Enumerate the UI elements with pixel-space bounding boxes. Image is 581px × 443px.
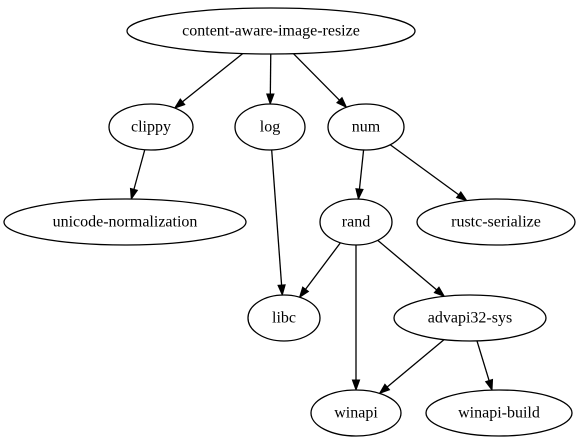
edge-advapi32-sys-to-winapi bbox=[378, 339, 445, 395]
edge-content-aware-image-resize-to-clippy bbox=[173, 53, 244, 109]
arrowhead-icon bbox=[173, 98, 186, 109]
nodes-layer: content-aware-image-resize clippy log nu… bbox=[3, 7, 576, 437]
node-winapi-build-label: winapi-build bbox=[458, 405, 540, 422]
arrowhead-icon bbox=[298, 286, 310, 299]
node-winapi-build-shape bbox=[425, 389, 573, 437]
edge-rand-to-advapi32-sys bbox=[377, 239, 446, 298]
node-advapi32-sys-label: advapi32-sys bbox=[428, 310, 512, 327]
node-content-aware-image-resize: content-aware-image-resize bbox=[126, 7, 416, 55]
node-rand-label: rand bbox=[342, 214, 370, 231]
arrowhead-icon bbox=[266, 93, 275, 106]
edge-log-to-libc bbox=[271, 149, 286, 297]
node-content-aware-image-resize-shape bbox=[126, 7, 416, 55]
node-log-shape bbox=[234, 103, 306, 151]
node-unicode-normalization-label: unicode-normalization bbox=[53, 214, 198, 231]
edge-rand-to-libc bbox=[298, 242, 341, 299]
edge-content-aware-image-resize-to-log bbox=[266, 53, 275, 106]
edge-rand-to-winapi bbox=[351, 245, 361, 392]
node-libc-label: libc bbox=[272, 310, 296, 327]
edge-line bbox=[271, 149, 283, 286]
edge-num-to-rustc-serialize bbox=[389, 144, 468, 202]
edge-line bbox=[133, 149, 146, 190]
node-rand-shape bbox=[319, 198, 393, 246]
node-log-label: log bbox=[260, 119, 280, 136]
edge-line bbox=[358, 149, 365, 190]
node-log: log bbox=[234, 103, 306, 151]
edge-line bbox=[293, 53, 340, 101]
node-rustc-serialize-shape bbox=[416, 198, 576, 246]
edge-line bbox=[386, 339, 445, 388]
node-winapi: winapi bbox=[310, 389, 402, 437]
edges-layer bbox=[129, 53, 494, 395]
edge-advapi32-sys-to-winapi-build bbox=[476, 340, 494, 392]
node-winapi-build: winapi-build bbox=[425, 389, 573, 437]
arrowhead-icon bbox=[129, 187, 139, 201]
node-num-shape bbox=[327, 103, 405, 151]
edge-line bbox=[389, 144, 460, 196]
edge-clippy-to-unicode-normalization bbox=[129, 149, 146, 201]
arrowhead-icon bbox=[336, 96, 348, 109]
node-rustc-serialize-label: rustc-serialize bbox=[451, 214, 541, 231]
arrowhead-icon bbox=[378, 383, 391, 395]
edge-line bbox=[182, 53, 244, 103]
node-libc-shape bbox=[247, 294, 321, 342]
arrowhead-icon bbox=[277, 284, 286, 297]
node-num: num bbox=[327, 103, 405, 151]
edge-line bbox=[377, 239, 438, 291]
node-winapi-label: winapi bbox=[334, 405, 378, 422]
arrowhead-icon bbox=[433, 286, 446, 298]
node-unicode-normalization: unicode-normalization bbox=[3, 198, 247, 246]
node-libc: libc bbox=[247, 294, 321, 342]
node-num-label: num bbox=[352, 119, 381, 136]
arrowhead-icon bbox=[355, 188, 364, 201]
node-content-aware-image-resize-label: content-aware-image-resize bbox=[182, 23, 360, 40]
arrowhead-icon bbox=[351, 379, 361, 392]
arrowhead-icon bbox=[455, 190, 468, 202]
node-rustc-serialize: rustc-serialize bbox=[416, 198, 576, 246]
edge-line bbox=[305, 242, 341, 290]
node-winapi-shape bbox=[310, 389, 402, 437]
node-advapi32-sys-shape bbox=[393, 294, 547, 342]
node-clippy-shape bbox=[108, 103, 194, 151]
edge-line bbox=[476, 340, 490, 381]
node-advapi32-sys: advapi32-sys bbox=[393, 294, 547, 342]
edge-num-to-rand bbox=[355, 149, 365, 201]
node-rand: rand bbox=[319, 198, 393, 246]
node-clippy: clippy bbox=[108, 103, 194, 151]
arrowhead-icon bbox=[484, 378, 494, 392]
edge-content-aware-image-resize-to-num bbox=[293, 53, 348, 109]
node-unicode-normalization-shape bbox=[3, 198, 247, 246]
node-clippy-label: clippy bbox=[131, 119, 171, 136]
